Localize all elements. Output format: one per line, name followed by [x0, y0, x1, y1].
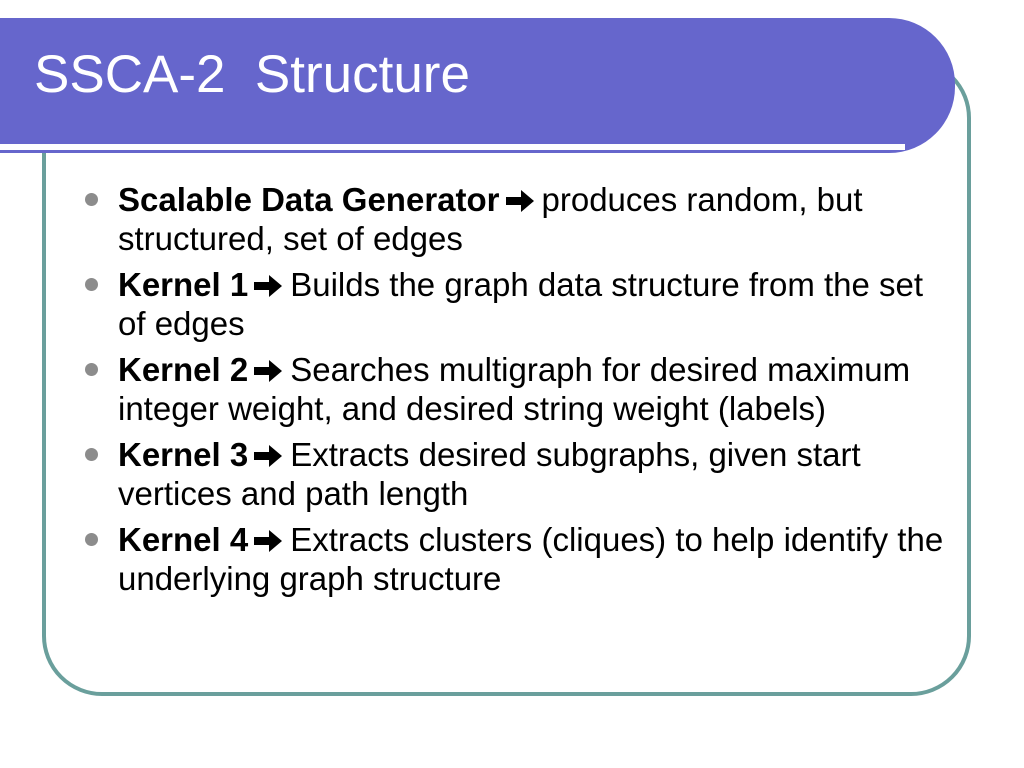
bullet-text: Extracts desired subgraphs, given start …	[118, 436, 861, 512]
bullet-dot-icon	[85, 193, 98, 206]
slide-title: SSCA-2 Structure	[34, 45, 470, 104]
bullet-dot-icon	[85, 448, 98, 461]
title-underline	[0, 144, 905, 150]
bullet-text: Extracts clusters (cliques) to help iden…	[118, 521, 944, 597]
bullet-term: Kernel 1	[118, 266, 249, 303]
bullet-term: Kernel 4	[118, 521, 249, 558]
bullet-term: Kernel 2	[118, 351, 249, 388]
right-arrow-icon	[254, 360, 283, 382]
bullet-dot-icon	[85, 533, 98, 546]
bullet-term: Scalable Data Generator	[118, 181, 500, 218]
bullet-term: Kernel 3	[118, 436, 249, 473]
bullet-dot-icon	[85, 278, 98, 291]
bullet-text: produces random, but structured, set of …	[118, 181, 863, 257]
bullet-dot-icon	[85, 363, 98, 376]
bullet-text: Builds the graph data structure from the…	[118, 266, 924, 342]
bullet-text: Searches multigraph for desired maximum …	[118, 351, 911, 427]
right-arrow-icon	[254, 275, 283, 297]
title-bar	[0, 18, 955, 153]
content-frame	[42, 58, 971, 696]
right-arrow-icon	[254, 530, 283, 552]
right-arrow-icon	[254, 445, 283, 467]
right-arrow-icon	[505, 190, 534, 212]
